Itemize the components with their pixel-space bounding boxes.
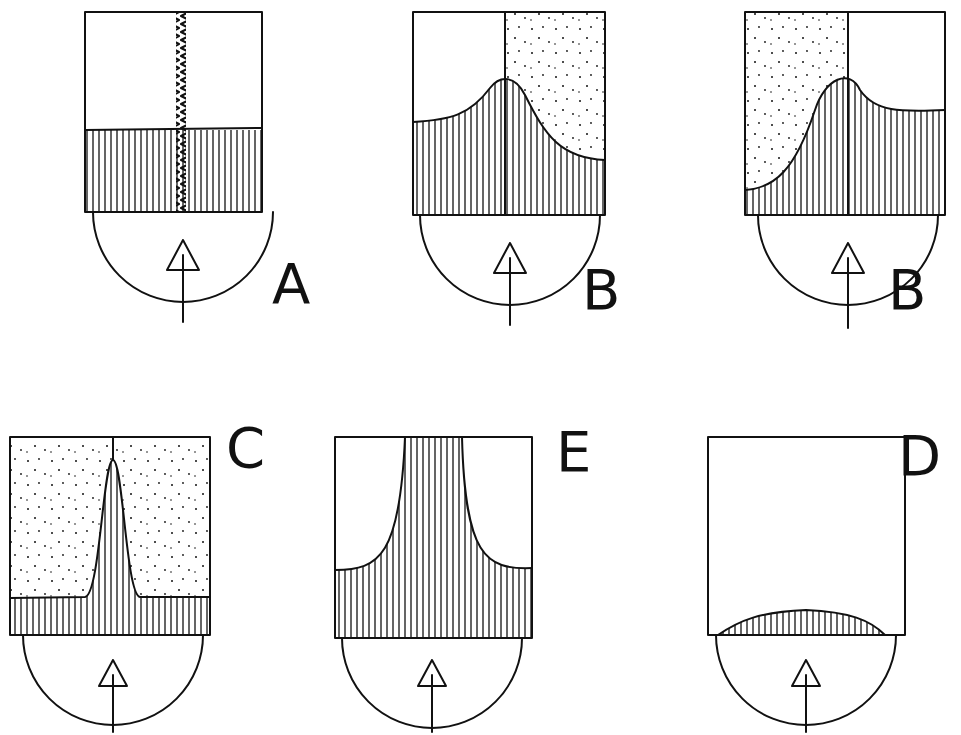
panel-letter: C (226, 420, 265, 476)
panel-b (413, 12, 605, 325)
panel-d (708, 437, 905, 732)
panel-a (85, 12, 273, 322)
panel-letter: A (272, 256, 310, 312)
panel-letter: B (888, 262, 926, 318)
panel-e (335, 437, 532, 732)
panel-letter: E (556, 424, 591, 480)
panel-c (10, 437, 210, 732)
panel-letter: D (898, 428, 941, 484)
panel-letter: B (582, 262, 620, 318)
panel-b (745, 12, 945, 328)
